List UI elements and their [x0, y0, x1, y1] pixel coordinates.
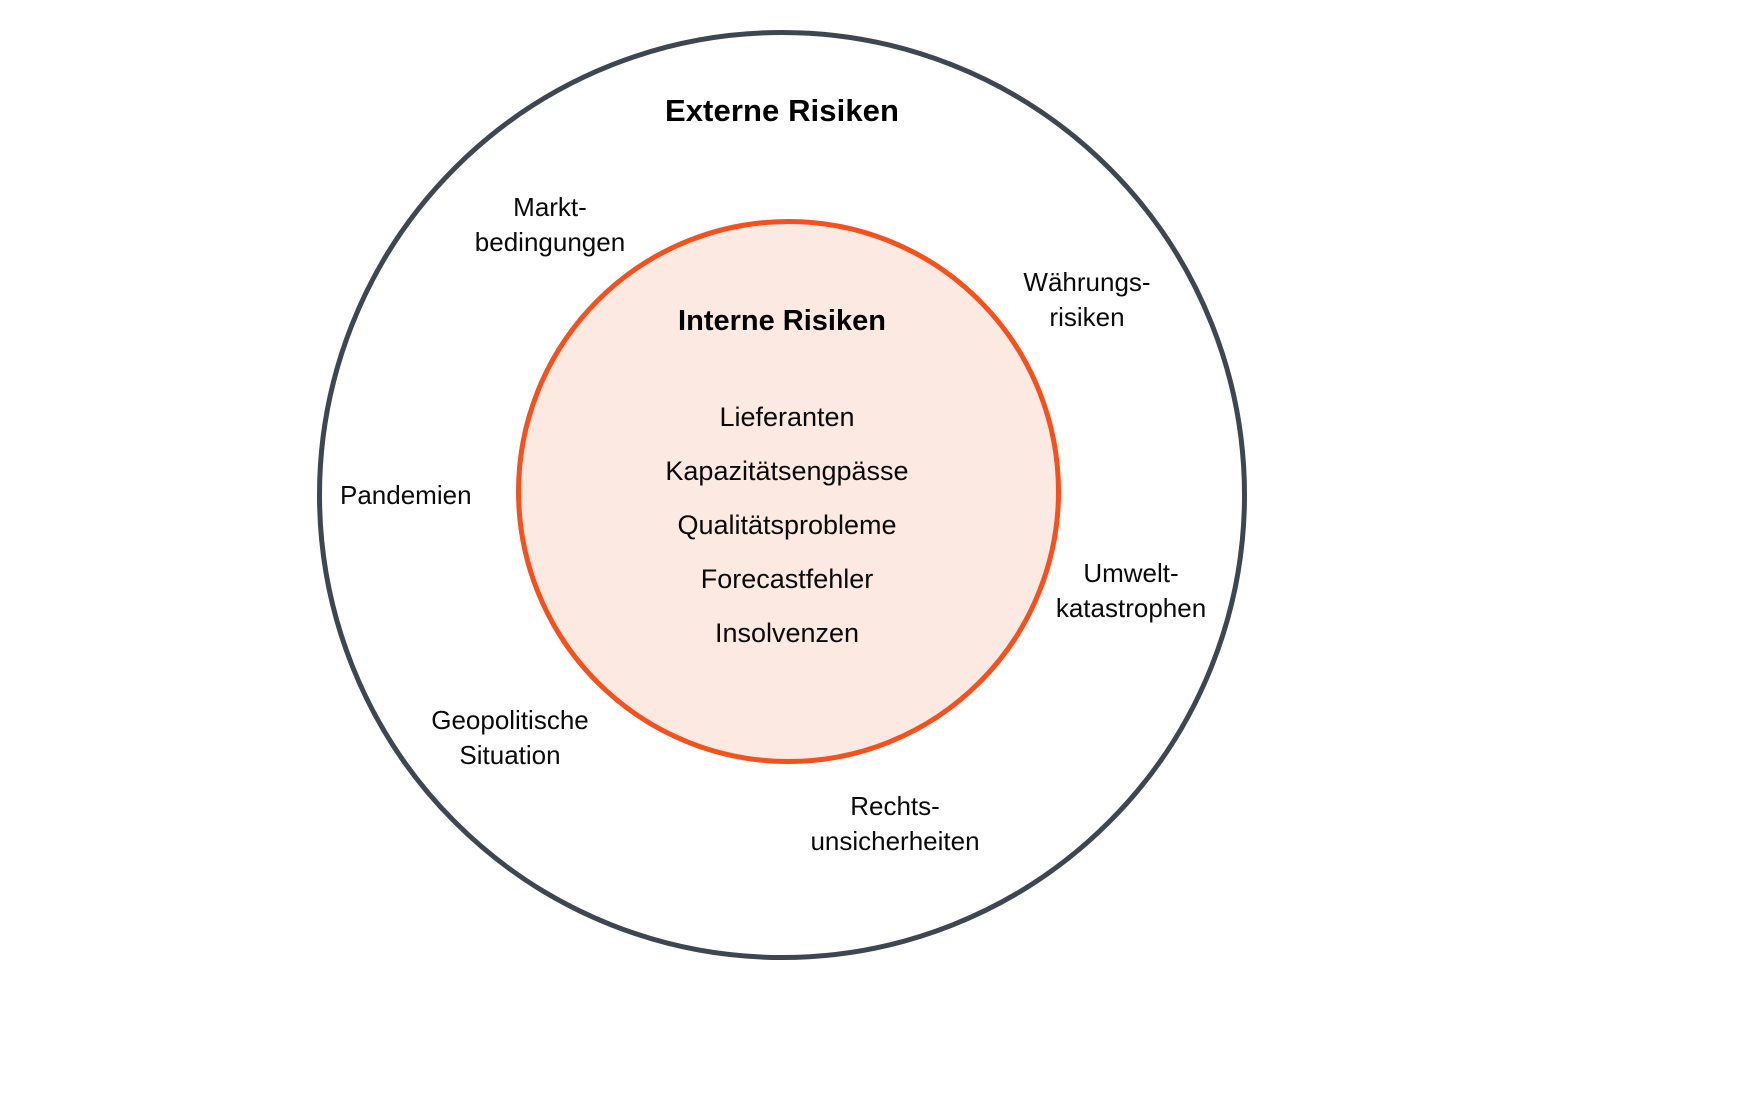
external-risk-line: unsicherheiten — [810, 826, 980, 856]
external-risk-pandemien: Pandemien — [340, 478, 500, 513]
external-risk-rechtsunsicherheiten: Rechts- unsicherheiten — [790, 789, 1000, 859]
internal-risk-item: Forecastfehler — [700, 564, 874, 594]
external-risk-marktbedingungen: Markt- bedingungen — [460, 190, 640, 260]
external-risk-line: Rechts- — [850, 791, 940, 821]
internal-risk-list: Lieferanten Kapazitätsengpässe Qualitäts… — [562, 390, 1012, 660]
inner-circle-title: Interne Risiken — [678, 305, 886, 337]
external-risk-umweltkatastrophen: Umwelt- katastrophen — [1041, 556, 1221, 626]
external-risk-line: Umwelt- — [1083, 558, 1179, 588]
external-risk-line: Währungs- — [1023, 267, 1151, 297]
inner-circle-interne-risiken — [516, 219, 1061, 764]
internal-risk-item: Qualitätsprobleme — [677, 510, 897, 540]
external-risk-line: katastrophen — [1055, 593, 1207, 623]
external-risk-line: risiken — [1049, 302, 1125, 332]
external-risk-geopolitische-situation: Geopolitische Situation — [420, 703, 600, 773]
internal-risk-item: Insolvenzen — [714, 618, 860, 648]
external-risk-waehrungsrisiken: Währungs- risiken — [1007, 265, 1167, 335]
external-risk-line: Geopolitische — [431, 705, 589, 735]
external-risk-line: Markt- — [513, 192, 587, 222]
external-risk-line: Situation — [459, 740, 561, 770]
outer-circle-title: Externe Risiken — [664, 93, 900, 128]
internal-risk-item: Lieferanten — [719, 402, 855, 432]
external-risk-line: bedingungen — [474, 227, 626, 257]
internal-risk-item: Kapazitätsengpässe — [665, 456, 909, 486]
external-risk-line: Pandemien — [340, 480, 472, 510]
